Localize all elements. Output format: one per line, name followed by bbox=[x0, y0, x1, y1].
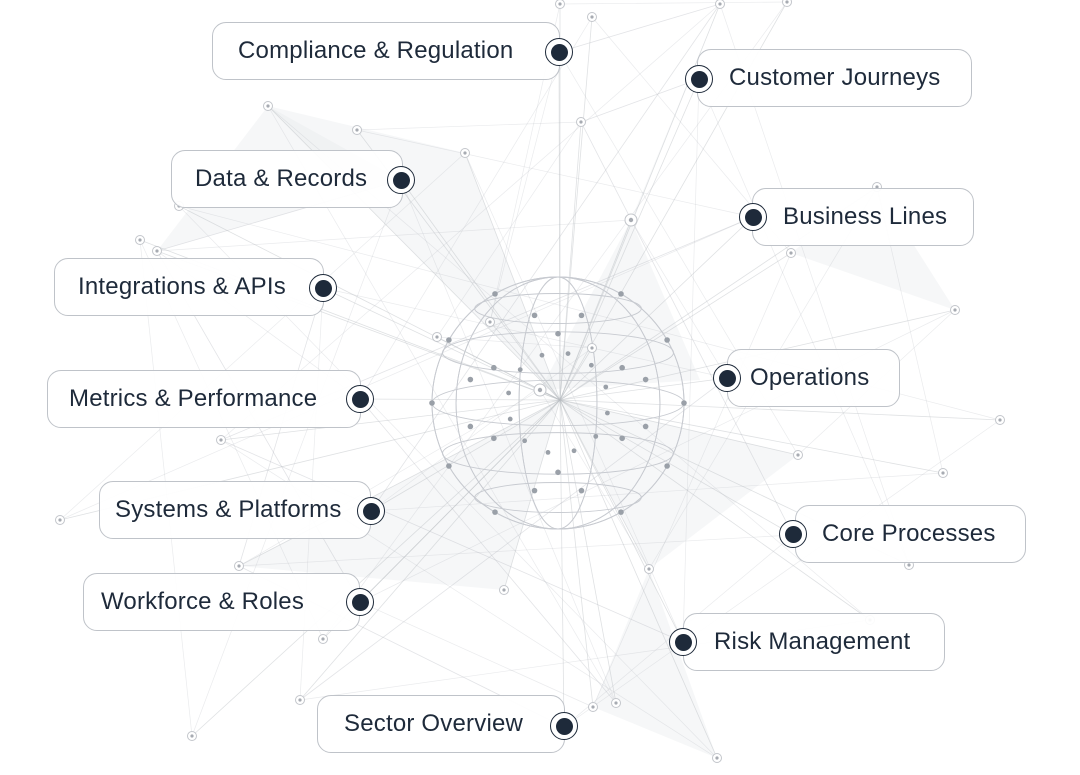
node-dot-core[interactable] bbox=[779, 520, 807, 548]
node-business[interactable]: Business Lines bbox=[752, 188, 974, 246]
node-dot-customer[interactable] bbox=[685, 65, 713, 93]
node-dot-sector[interactable] bbox=[550, 712, 578, 740]
node-dot-compliance[interactable] bbox=[545, 38, 573, 66]
node-dot-workforce[interactable] bbox=[346, 588, 374, 616]
node-label-customer: Customer Journeys bbox=[729, 64, 941, 91]
node-integrations[interactable]: Integrations & APIs bbox=[54, 258, 324, 316]
node-dot-metrics[interactable] bbox=[346, 385, 374, 413]
node-dot-integrations[interactable] bbox=[309, 274, 337, 302]
node-label-risk: Risk Management bbox=[714, 628, 911, 655]
node-data[interactable]: Data & Records bbox=[171, 150, 403, 208]
node-dot-risk[interactable] bbox=[669, 628, 697, 656]
node-label-business: Business Lines bbox=[783, 203, 948, 230]
node-label-core: Core Processes bbox=[822, 520, 996, 547]
node-dot-business[interactable] bbox=[739, 203, 767, 231]
node-customer[interactable]: Customer Journeys bbox=[697, 49, 972, 107]
node-label-sector: Sector Overview bbox=[344, 710, 524, 737]
node-dot-operations[interactable] bbox=[713, 364, 741, 392]
network-sphere bbox=[429, 276, 687, 530]
node-risk[interactable]: Risk Management bbox=[683, 613, 945, 671]
node-workforce[interactable]: Workforce & Roles bbox=[83, 573, 360, 631]
node-sector[interactable]: Sector Overview bbox=[317, 695, 565, 753]
node-label-systems: Systems & Platforms bbox=[115, 496, 342, 523]
node-label-operations: Operations bbox=[750, 364, 870, 391]
network-dots bbox=[55, 0, 1005, 763]
node-label-metrics: Metrics & Performance bbox=[69, 385, 318, 412]
node-label-workforce: Workforce & Roles bbox=[101, 588, 305, 615]
node-label-integrations: Integrations & APIs bbox=[78, 273, 286, 300]
node-operations[interactable]: Operations bbox=[727, 349, 900, 407]
node-metrics[interactable]: Metrics & Performance bbox=[47, 370, 361, 428]
node-core[interactable]: Core Processes bbox=[795, 505, 1026, 563]
node-compliance[interactable]: Compliance & Regulation bbox=[212, 22, 560, 80]
node-label-data: Data & Records bbox=[195, 165, 368, 192]
node-dot-systems[interactable] bbox=[357, 497, 385, 525]
node-systems[interactable]: Systems & Platforms bbox=[99, 481, 371, 539]
node-label-compliance: Compliance & Regulation bbox=[238, 37, 514, 64]
node-dot-data[interactable] bbox=[387, 166, 415, 194]
